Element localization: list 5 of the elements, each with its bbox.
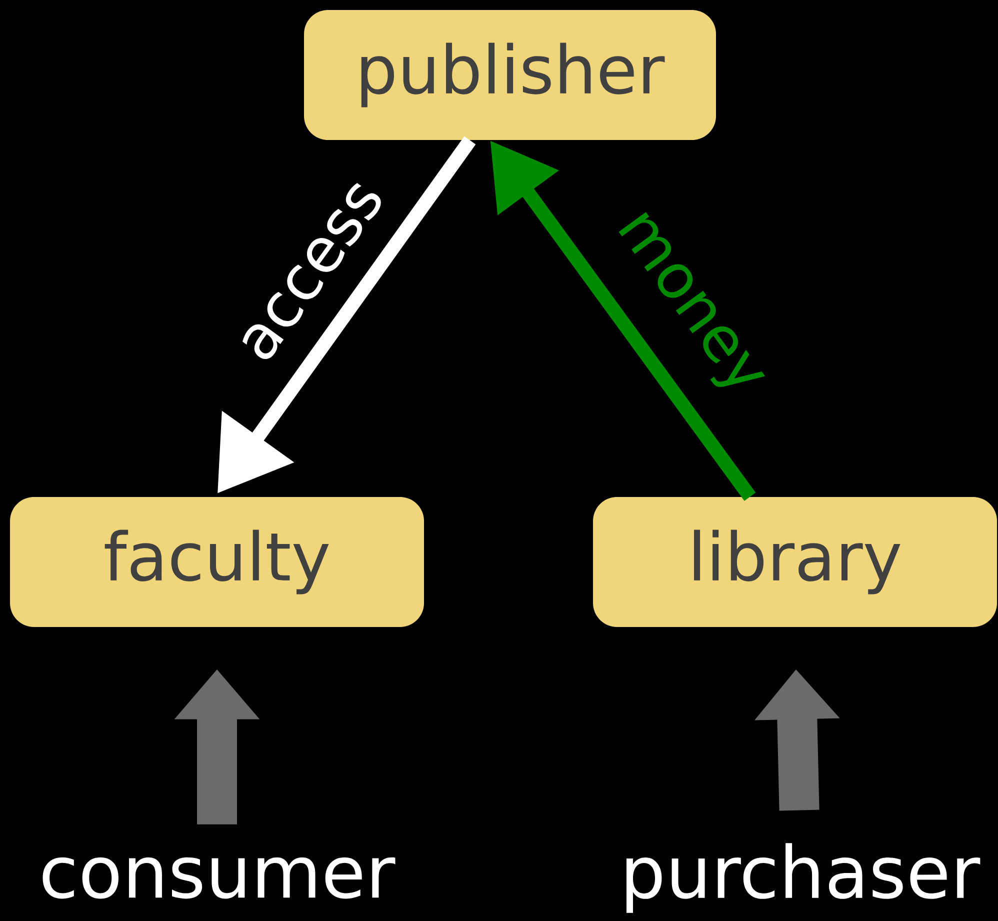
node-text: consumer (42, 857, 396, 899)
node-box: publisher (304, 10, 716, 140)
node-box: library (593, 497, 998, 627)
node-text: purchaser (626, 843, 980, 913)
node-box: faculty (10, 497, 424, 627)
